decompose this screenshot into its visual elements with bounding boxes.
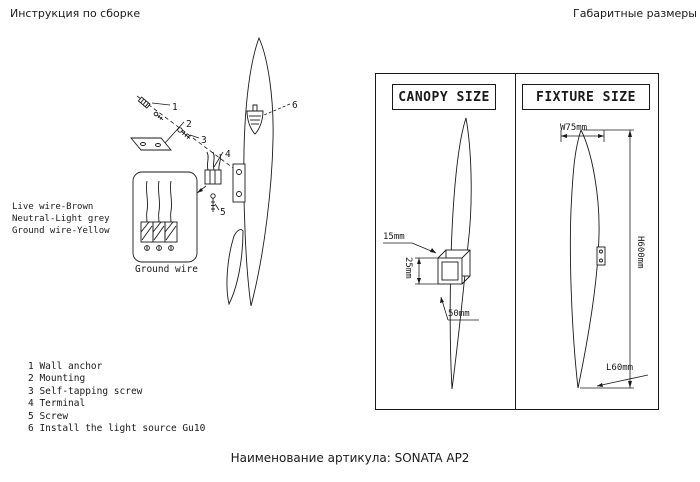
wire-label-ground: Ground wire-Yellow	[12, 226, 110, 236]
parts-list-item-1: 1 Wall anchor	[28, 361, 103, 372]
small-screw	[153, 111, 164, 121]
parts-list-item-5: 5 Screw	[28, 410, 69, 422]
parts-list-item-6: 6 Install the light source Gu10	[28, 423, 206, 435]
canopy-dim-25mm: 25mm	[403, 257, 413, 279]
wall-anchor	[137, 96, 151, 109]
ground-wire-detail	[132, 171, 207, 263]
canopy-bracket	[437, 249, 471, 285]
terminal-part	[204, 151, 222, 185]
terminal-screw	[210, 193, 216, 212]
callout-6: 6	[292, 100, 298, 111]
fixture-blade	[569, 128, 600, 389]
callout-4: 4	[225, 149, 231, 160]
callout-5: 5	[220, 207, 226, 218]
dimensions-panel-frame	[375, 73, 659, 410]
fixture-size-header: FIXTURE SIZE	[522, 84, 650, 110]
lamp-socket	[246, 104, 264, 135]
article-name: Наименование артикула: SONATA AP2	[230, 451, 470, 465]
fixture-dim-h600mm: H600mm	[635, 236, 645, 269]
wire-label-neutral: Neutral-Light grey	[12, 214, 110, 224]
mounting-bracket	[232, 163, 246, 203]
parts-list-item-2: 2 Mounting	[28, 373, 86, 385]
wire-label-live: Live wire-Brown	[12, 202, 94, 212]
ground-wire-caption: Ground wire	[135, 264, 198, 275]
fixture-bracket	[596, 246, 606, 266]
panel-divider	[515, 73, 516, 410]
fixture-dim-l60mm: L60mm	[606, 363, 634, 373]
parts-list: 1 Wall anchor 2 Mounting 3 Self-tapping …	[28, 361, 205, 435]
lamp-body	[226, 36, 274, 307]
callout-2: 2	[186, 119, 192, 130]
fixture-dim-w75mm: W75mm	[560, 123, 588, 133]
dimensions-title: Габаритные размеры	[573, 7, 697, 20]
parts-list-item-4: 4 Terminal	[28, 398, 86, 410]
assembly-title: Инструкция по сборке	[10, 7, 141, 20]
parts-list-item-3: 3 Self-tapping screw	[28, 385, 143, 397]
callout-3: 3	[201, 135, 207, 146]
canopy-size-header: CANOPY SIZE	[392, 84, 496, 110]
mounting-plate	[130, 137, 172, 151]
callout-1: 1	[172, 102, 178, 113]
fixture-dimension-lines	[560, 129, 649, 389]
callout-leaders	[151, 102, 291, 211]
canopy-dim-15mm: 15mm	[383, 232, 405, 242]
canopy-dimension-lines	[383, 242, 479, 321]
canopy-dim-50mm: 50mm	[448, 309, 470, 319]
